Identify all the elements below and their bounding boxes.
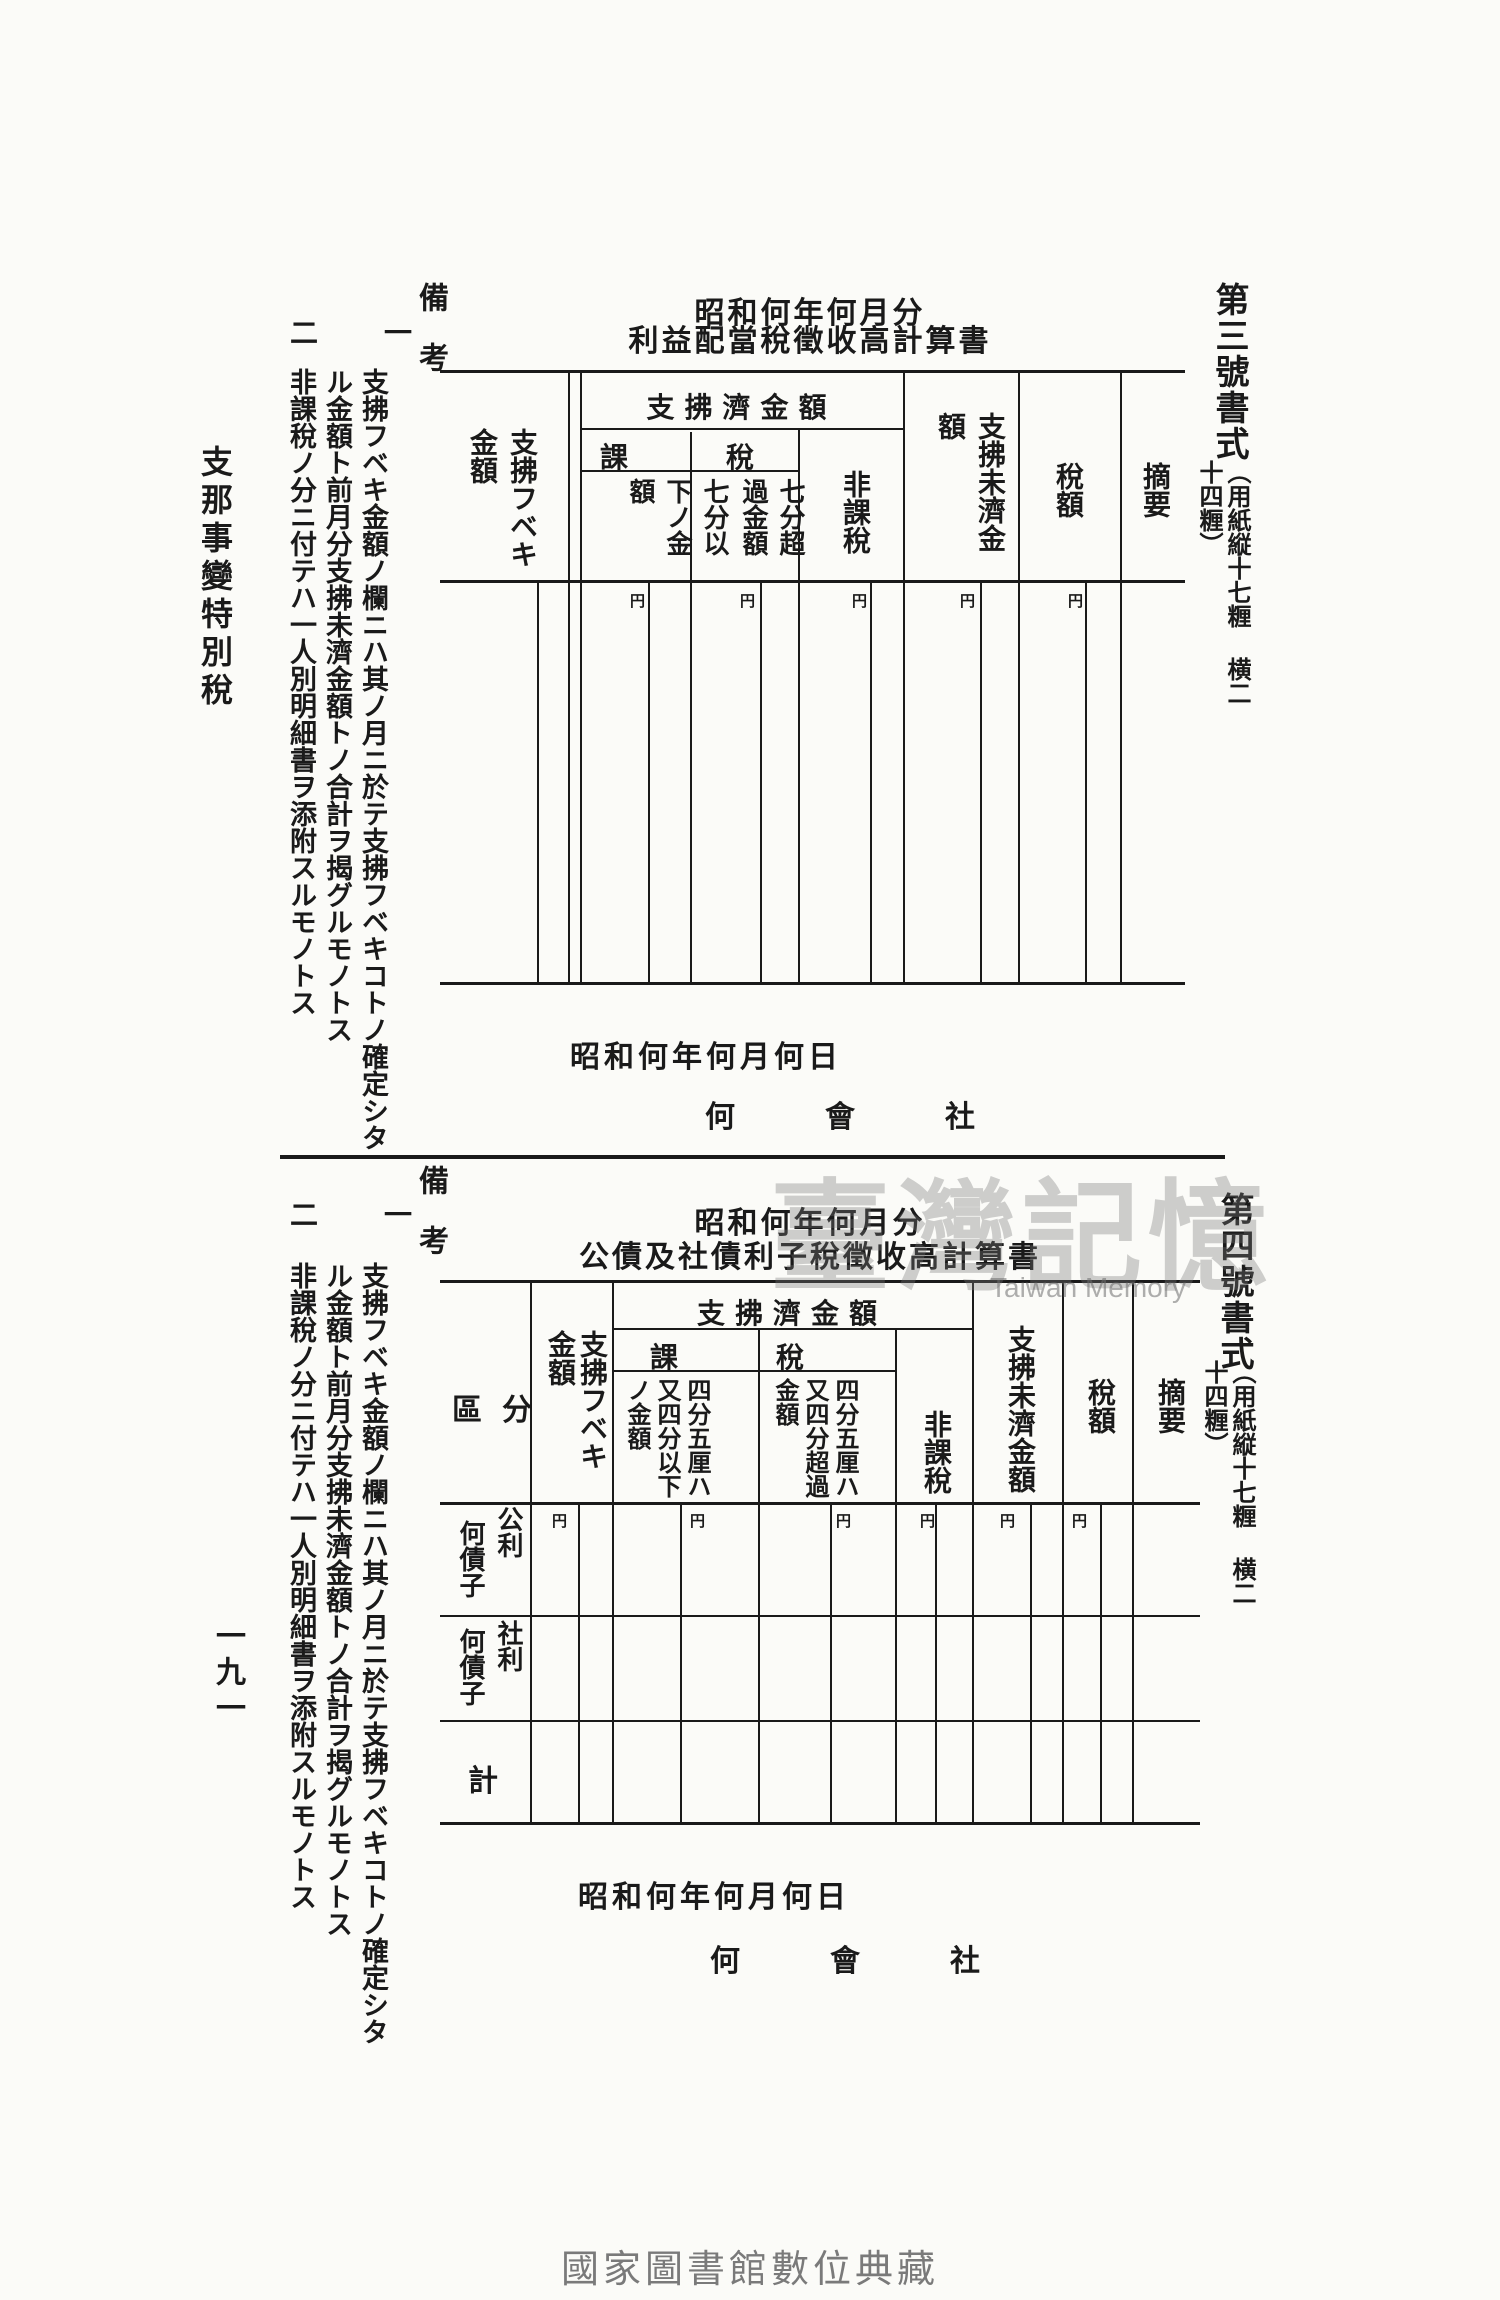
form3-yen-mark: 円 <box>740 592 756 610</box>
form4-row2-label-top: 社利 <box>493 1620 523 1672</box>
form4-title-line1: 昭和何年何月分 <box>694 1206 926 1241</box>
form3-col-summary: 摘要 <box>1139 462 1172 518</box>
form3-table-top <box>440 370 1185 373</box>
form3-col-tax: 稅額 <box>1052 462 1085 518</box>
form3-yen-mark: 円 <box>1068 592 1084 610</box>
form3-paper-note: （用紙縦十七糎 横二十四糎） <box>1195 460 1252 705</box>
form4-col-summary: 摘要 <box>1154 1378 1187 1434</box>
watermark-logo-sub: Taiwan Memory <box>990 1272 1187 1303</box>
form3-notes-head: 備考 <box>413 282 448 402</box>
form4-col-category: 區分 <box>452 1393 552 1428</box>
form3-company: 何 會 社 <box>705 1100 975 1135</box>
footer-library: 國家圖書館數位典藏 <box>560 2247 939 2291</box>
form3-title: 第三號書式 <box>1209 282 1249 462</box>
form4-note1-num: 一 <box>380 1200 413 1228</box>
form3-yen-mark: 円 <box>630 592 646 610</box>
form4-note2-num: 二 <box>286 1200 319 1228</box>
form4-note2: 非課稅ノ分ニ付テハ一人別明細書ヲ添附スルモノトス <box>285 1262 316 1910</box>
form4-title-line2: 公債及社債利子稅徵收高計算書 <box>579 1240 1041 1275</box>
form4-yen-mark: 円 <box>1000 1512 1016 1530</box>
form4-col-tax: 稅額 <box>1084 1378 1117 1434</box>
form4-notes-head: 備考 <box>413 1165 448 1285</box>
form3-yen-mark: 円 <box>852 592 868 610</box>
form4-title: 第四號書式 <box>1214 1192 1254 1372</box>
form3-col-payable: 支拂フベキ金額 <box>466 428 539 568</box>
form4-row2-label-side: 何債子 <box>455 1628 485 1706</box>
form3-title-line2: 利益配當稅徵收高計算書 <box>628 324 992 359</box>
form4-yen-mark: 円 <box>552 1512 568 1530</box>
form4-date-line: 昭和何年何月何日 <box>578 1880 850 1915</box>
form4-col-over: 四分五厘ハ又四分超過金額 <box>771 1378 860 1498</box>
form3-table-header-bottom <box>440 580 1185 583</box>
form4-col-unpaid: 支拂未濟金額 <box>1004 1325 1037 1493</box>
form4-col-taxable: 課 稅 <box>650 1341 819 1374</box>
form3-note2-num: 二 <box>286 318 319 346</box>
form3-col-taxable: 課 稅 <box>600 441 769 474</box>
form4-note1: 支拂フベキ金額ノ欄ニハ其ノ月ニ於テ支拂フベキコトノ確定シタル金額ト前月分支拂未濟… <box>321 1262 388 2045</box>
form4-paper-note: （用紙縦十七糎 横二十四糎） <box>1200 1360 1257 1605</box>
form4-row1-label-side: 何債子 <box>455 1520 485 1598</box>
form4-yen-mark: 円 <box>836 1512 852 1530</box>
form-divider <box>280 1155 1225 1159</box>
form3-col-under7: 七分以下ノ金額 <box>625 478 729 556</box>
form4-yen-mark: 円 <box>920 1512 936 1530</box>
form3-col-unpaid: 支拂未濟金額 <box>934 412 1007 552</box>
form4-company: 何 會 社 <box>710 1944 980 1979</box>
form4-yen-mark: 円 <box>690 1512 706 1530</box>
form3-date-line: 昭和何年何月何日 <box>570 1040 842 1075</box>
form4-col-paid-group: 支拂濟金額 <box>696 1297 887 1330</box>
form4-row-total: 計 <box>468 1764 498 1799</box>
form3-col-nontax: 非課稅 <box>839 470 872 554</box>
form3-col-paid-group: 支拂濟金額 <box>646 391 837 424</box>
form3-note1: 支拂フベキ金額ノ欄ニハ其ノ月ニ於テ支拂フベキコトノ確定シタル金額ト前月分支拂未濟… <box>321 368 388 1151</box>
watermark-logo-text: 臺灣記憶 <box>770 1167 1274 1308</box>
form4-yen-mark: 円 <box>1072 1512 1088 1530</box>
form3-yen-mark: 円 <box>960 592 976 610</box>
form3-note1-num: 一 <box>380 318 413 346</box>
form4-row1-label-top: 公利 <box>493 1506 523 1558</box>
form3-table-bottom <box>440 982 1185 985</box>
page-number: 一九一 <box>210 1620 245 1728</box>
form4-col-under: 四分五厘ハ又四分以下ノ金額 <box>623 1378 712 1498</box>
form3-note2: 非課稅ノ分ニ付テハ一人別明細書ヲ添附スルモノトス <box>285 368 316 1016</box>
running-title: 支那事變特別稅 <box>196 445 234 711</box>
form3-title-line1: 昭和何年何月分 <box>694 296 926 331</box>
form4-col-nontax: 非課稅 <box>920 1410 953 1494</box>
form3-col-over7: 七分超過金額 <box>738 478 805 556</box>
form4-col-payable: 支拂フベキ金額 <box>544 1330 609 1470</box>
